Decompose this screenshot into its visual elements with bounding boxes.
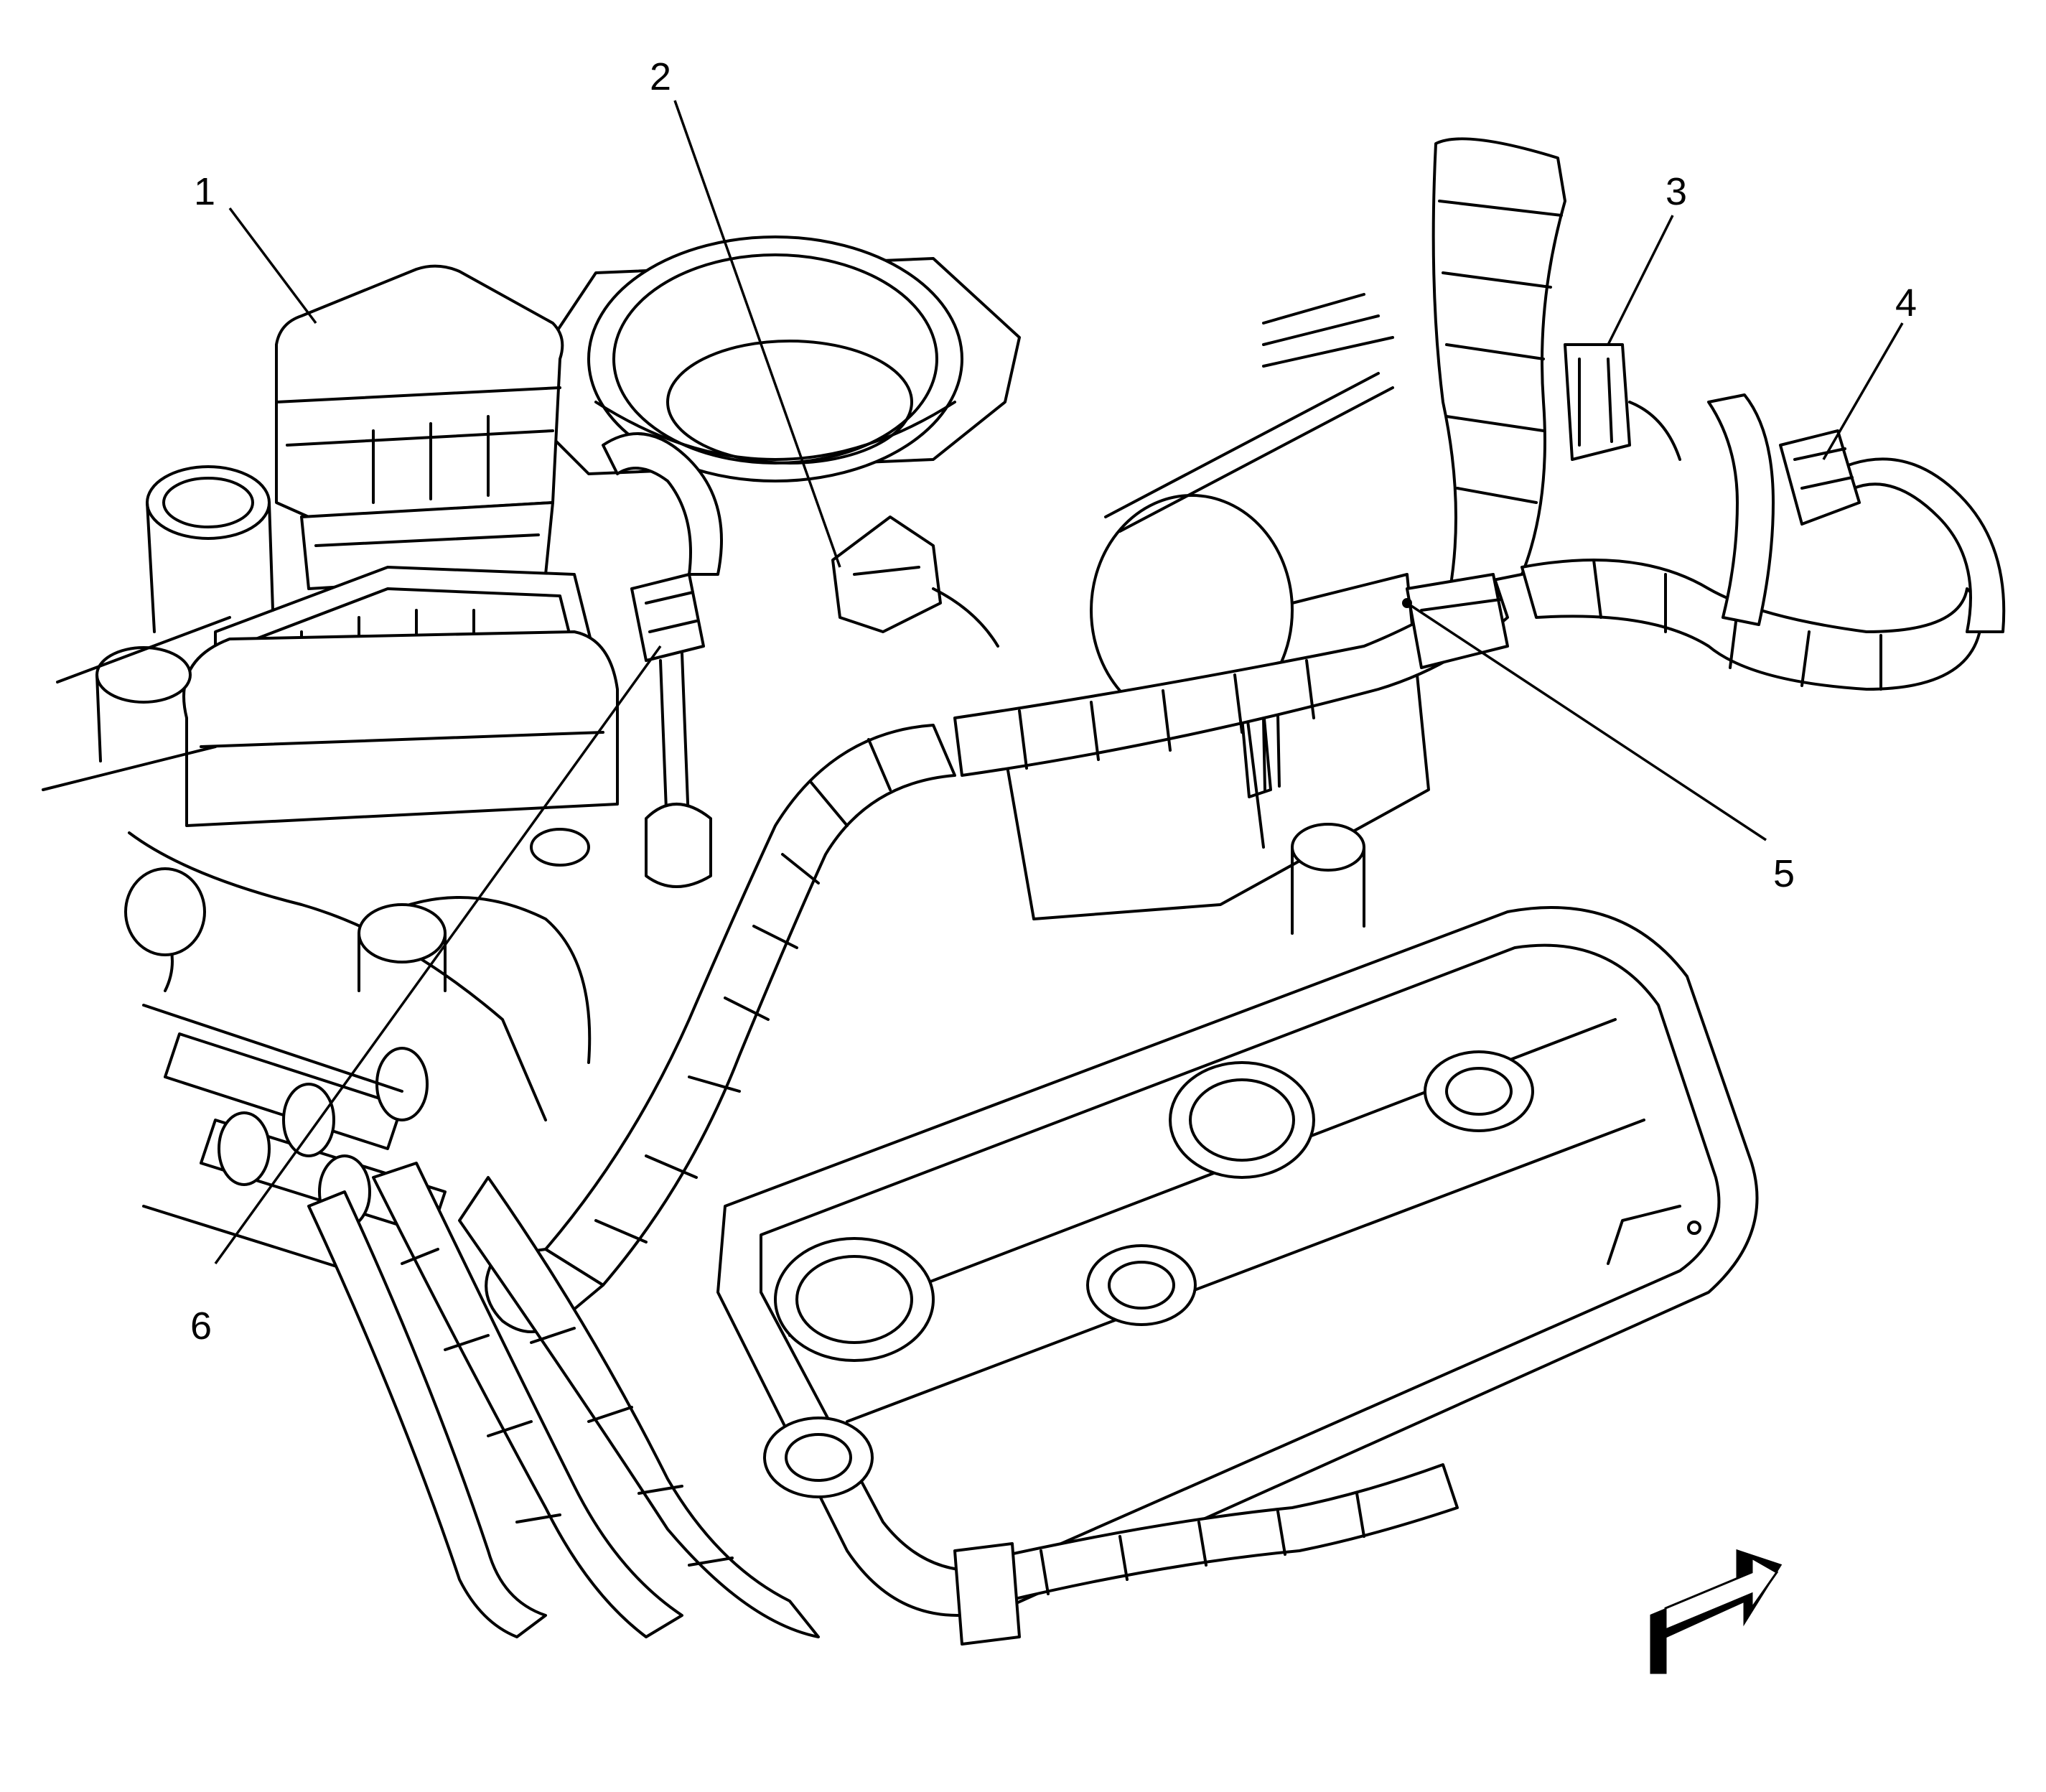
fuel-rail-tubes — [142, 1004, 447, 1279]
leader-6 — [214, 645, 662, 1265]
callout-1: 1 — [194, 170, 215, 213]
callout-6: 6 — [190, 1305, 212, 1348]
leader-2 — [673, 100, 841, 568]
leader-5 — [1406, 602, 1767, 841]
leader-4 — [1822, 322, 1904, 460]
sensor-connector-6 — [602, 432, 723, 888]
callout-5: 5 — [1773, 852, 1795, 895]
front-of-vehicle-arrow-icon — [1650, 1549, 1783, 1674]
wiring-harness — [307, 137, 2006, 1646]
callout-2: 2 — [650, 55, 671, 98]
harness-junction-5 — [1406, 573, 1509, 669]
leader-lines — [214, 100, 1904, 1265]
sensor-connector-4 — [1779, 429, 1861, 526]
intake-manifold — [124, 828, 592, 1121]
throttle-body — [544, 235, 1021, 482]
leader-3 — [1607, 215, 1674, 345]
sensor-connector-3 — [1564, 343, 1681, 461]
sensor-connector-2 — [831, 515, 999, 648]
module-connector-housing — [182, 566, 619, 827]
leader-1 — [228, 207, 317, 325]
valve-cover — [716, 906, 1759, 1617]
callout-3: 3 — [1666, 170, 1687, 213]
leader-5-dot — [1402, 598, 1412, 608]
left-ducts — [42, 465, 274, 791]
ignition-control-module — [1004, 293, 1430, 935]
callout-4: 4 — [1895, 281, 1917, 325]
engine-control-module — [275, 264, 564, 590]
